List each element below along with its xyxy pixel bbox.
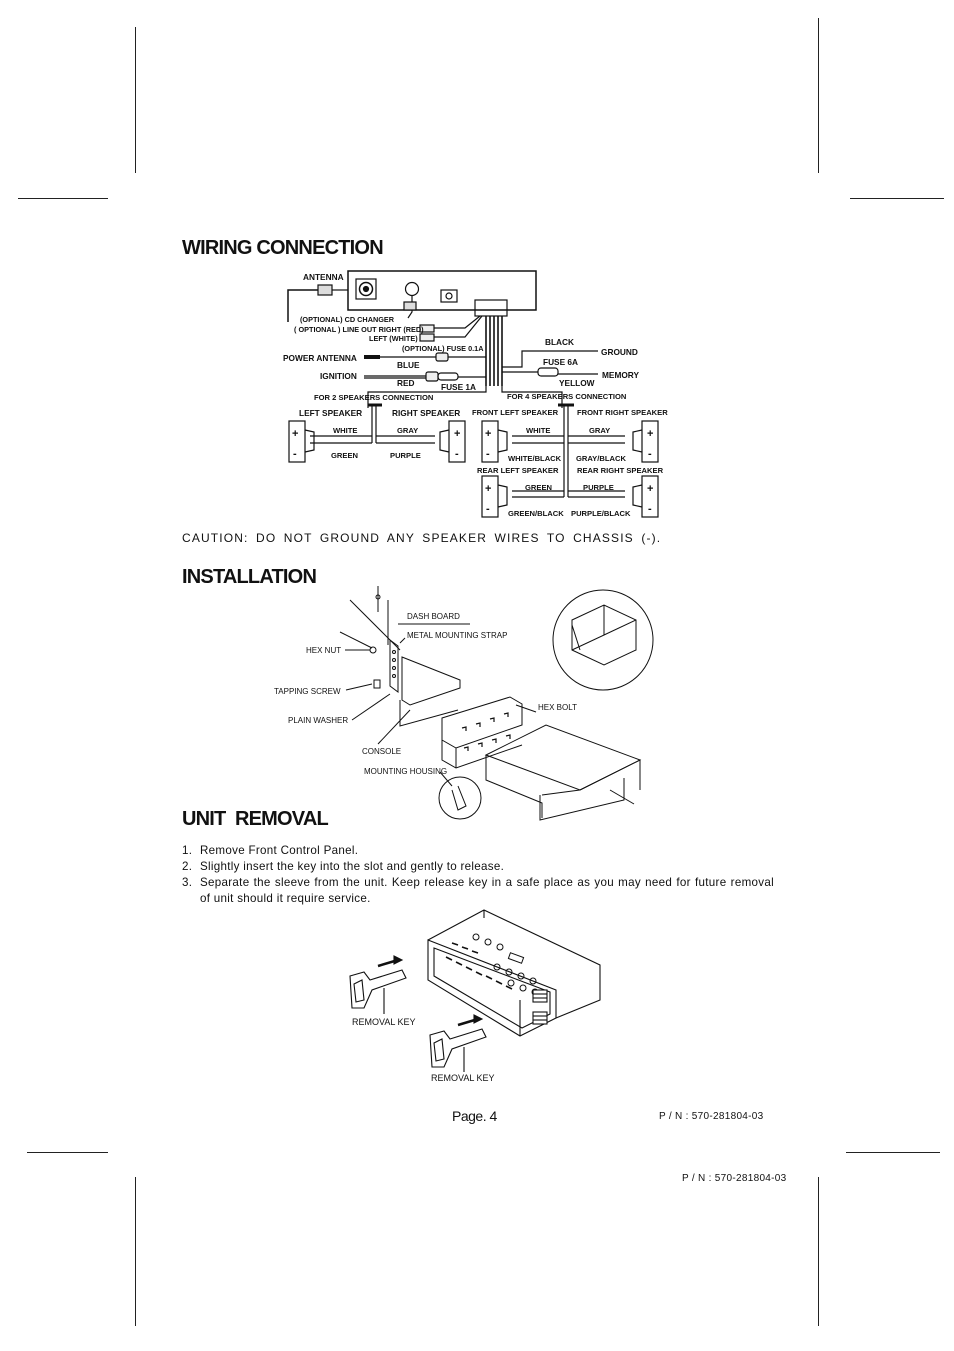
label-black: BLACK — [545, 337, 574, 347]
label-power-antenna: POWER ANTENNA — [283, 353, 357, 363]
label-cd-changer: (OPTIONAL) CD CHANGER — [300, 315, 395, 324]
crop-mark-bottom-right-h — [846, 1152, 940, 1153]
crop-mark-bottom-left-h — [27, 1152, 108, 1153]
crop-mark-top-right-h — [850, 198, 944, 199]
label-gray-4: GRAY — [589, 426, 610, 435]
label-tapping-screw: TAPPING SCREW — [274, 687, 341, 696]
label-yellow: YELLOW — [559, 378, 595, 388]
wiring-title: WIRING CONNECTION — [182, 237, 384, 259]
label-rear-right: REAR RIGHT SPEAKER — [577, 466, 664, 475]
installation-title: INSTALLATION — [182, 566, 317, 588]
plus-sign: + — [647, 428, 653, 440]
label-purple-black: PURPLE/BLACK — [571, 509, 631, 518]
crop-mark-top-left-h — [18, 198, 108, 199]
label-purple-2: PURPLE — [390, 451, 421, 460]
label-purple-4: PURPLE — [583, 483, 614, 492]
minus-sign: - — [648, 503, 652, 515]
label-dash-board: DASH BOARD — [407, 612, 460, 621]
wiring-diagram: ANTENNA (OPTIONAL) CD CHANGER ( OPTIONAL… — [283, 270, 668, 518]
label-gray-black: GRAY/BLACK — [576, 454, 626, 463]
plus-sign: + — [292, 428, 298, 440]
label-green-black: GREEN/BLACK — [508, 509, 564, 518]
minus-sign: - — [455, 448, 459, 460]
label-console: CONSOLE — [362, 747, 401, 756]
label-plain-washer: PLAIN WASHER — [288, 716, 348, 725]
caution-text: CAUTION: DO NOT GROUND ANY SPEAKER WIRES… — [182, 531, 662, 545]
label-ignition: IGNITION — [320, 371, 357, 381]
label-mounting-housing: MOUNTING HOUSING — [364, 767, 447, 776]
label-fuse-1a: FUSE 1A — [441, 382, 476, 392]
plus-sign: + — [485, 428, 491, 440]
label-hex-bolt: HEX BOLT — [538, 703, 577, 712]
removal-steps: 1.Remove Front Control Panel. 2.Slightly… — [182, 843, 774, 907]
label-line-out-right: ( OPTIONAL ) LINE OUT RIGHT (RED) — [294, 325, 424, 334]
label-green-4: GREEN — [525, 483, 552, 492]
label-4-speakers: FOR 4 SPEAKERS CONNECTION — [507, 392, 626, 401]
plus-sign: + — [485, 483, 491, 495]
label-gray-2: GRAY — [397, 426, 418, 435]
crop-mark-top-right-v — [818, 18, 819, 173]
label-line-out-left: LEFT (WHITE) — [369, 334, 418, 343]
removal-key-label: REMOVAL KEY — [431, 1073, 495, 1083]
crop-mark-top-left-v — [135, 27, 136, 173]
label-fuse-6a: FUSE 6A — [543, 357, 578, 367]
part-number-outer: P / N : 570-281804-03 — [682, 1173, 787, 1184]
label-blue: BLUE — [397, 360, 420, 370]
step-item: 1.Remove Front Control Panel. — [182, 844, 359, 857]
label-front-left: FRONT LEFT SPEAKER — [472, 408, 559, 417]
minus-sign: - — [648, 448, 652, 460]
label-left-speaker: LEFT SPEAKER — [299, 408, 362, 418]
plus-sign: + — [454, 428, 460, 440]
label-metal-strap: METAL MOUNTING STRAP — [407, 631, 507, 640]
crop-mark-bottom-right-v — [818, 1177, 819, 1326]
label-front-right: FRONT RIGHT SPEAKER — [577, 408, 668, 417]
crop-mark-bottom-left-v — [135, 1177, 136, 1326]
label-white-2: WHITE — [333, 426, 357, 435]
label-green-2: GREEN — [331, 451, 358, 460]
minus-sign: - — [486, 503, 490, 515]
minus-sign: - — [293, 448, 297, 460]
plus-sign: + — [647, 483, 653, 495]
label-hex-nut: HEX NUT — [306, 646, 341, 655]
label-2-speakers: FOR 2 SPEAKERS CONNECTION — [314, 393, 433, 402]
unit-removal-title: UNIT REMOVAL — [182, 808, 329, 830]
step-item: 3.Separate the sleeve from the unit. Kee… — [182, 876, 774, 905]
label-memory: MEMORY — [602, 370, 639, 380]
label-antenna: ANTENNA — [303, 272, 344, 282]
label-red: RED — [397, 378, 415, 388]
step-item: 2.Slightly insert the key into the slot … — [182, 860, 505, 873]
label-rear-left: REAR LEFT SPEAKER — [477, 466, 559, 475]
installation-diagram: DASH BOARD METAL MOUNTING STRAP HEX NUT … — [274, 586, 654, 821]
part-number-inner: P / N : 570-281804-03 — [659, 1111, 764, 1122]
label-white-4: WHITE — [526, 426, 550, 435]
removal-diagram: REMOVAL KEY REMOVAL KEY — [349, 909, 601, 1083]
removal-key-label: REMOVAL KEY — [352, 1017, 416, 1027]
label-right-speaker: RIGHT SPEAKER — [392, 408, 460, 418]
label-fuse-01a: (OPTIONAL) FUSE 0.1A — [402, 344, 484, 353]
minus-sign: - — [486, 448, 490, 460]
label-ground: GROUND — [601, 347, 638, 357]
page-number: Page. 4 — [452, 1108, 497, 1124]
label-white-black: WHITE/BLACK — [508, 454, 562, 463]
